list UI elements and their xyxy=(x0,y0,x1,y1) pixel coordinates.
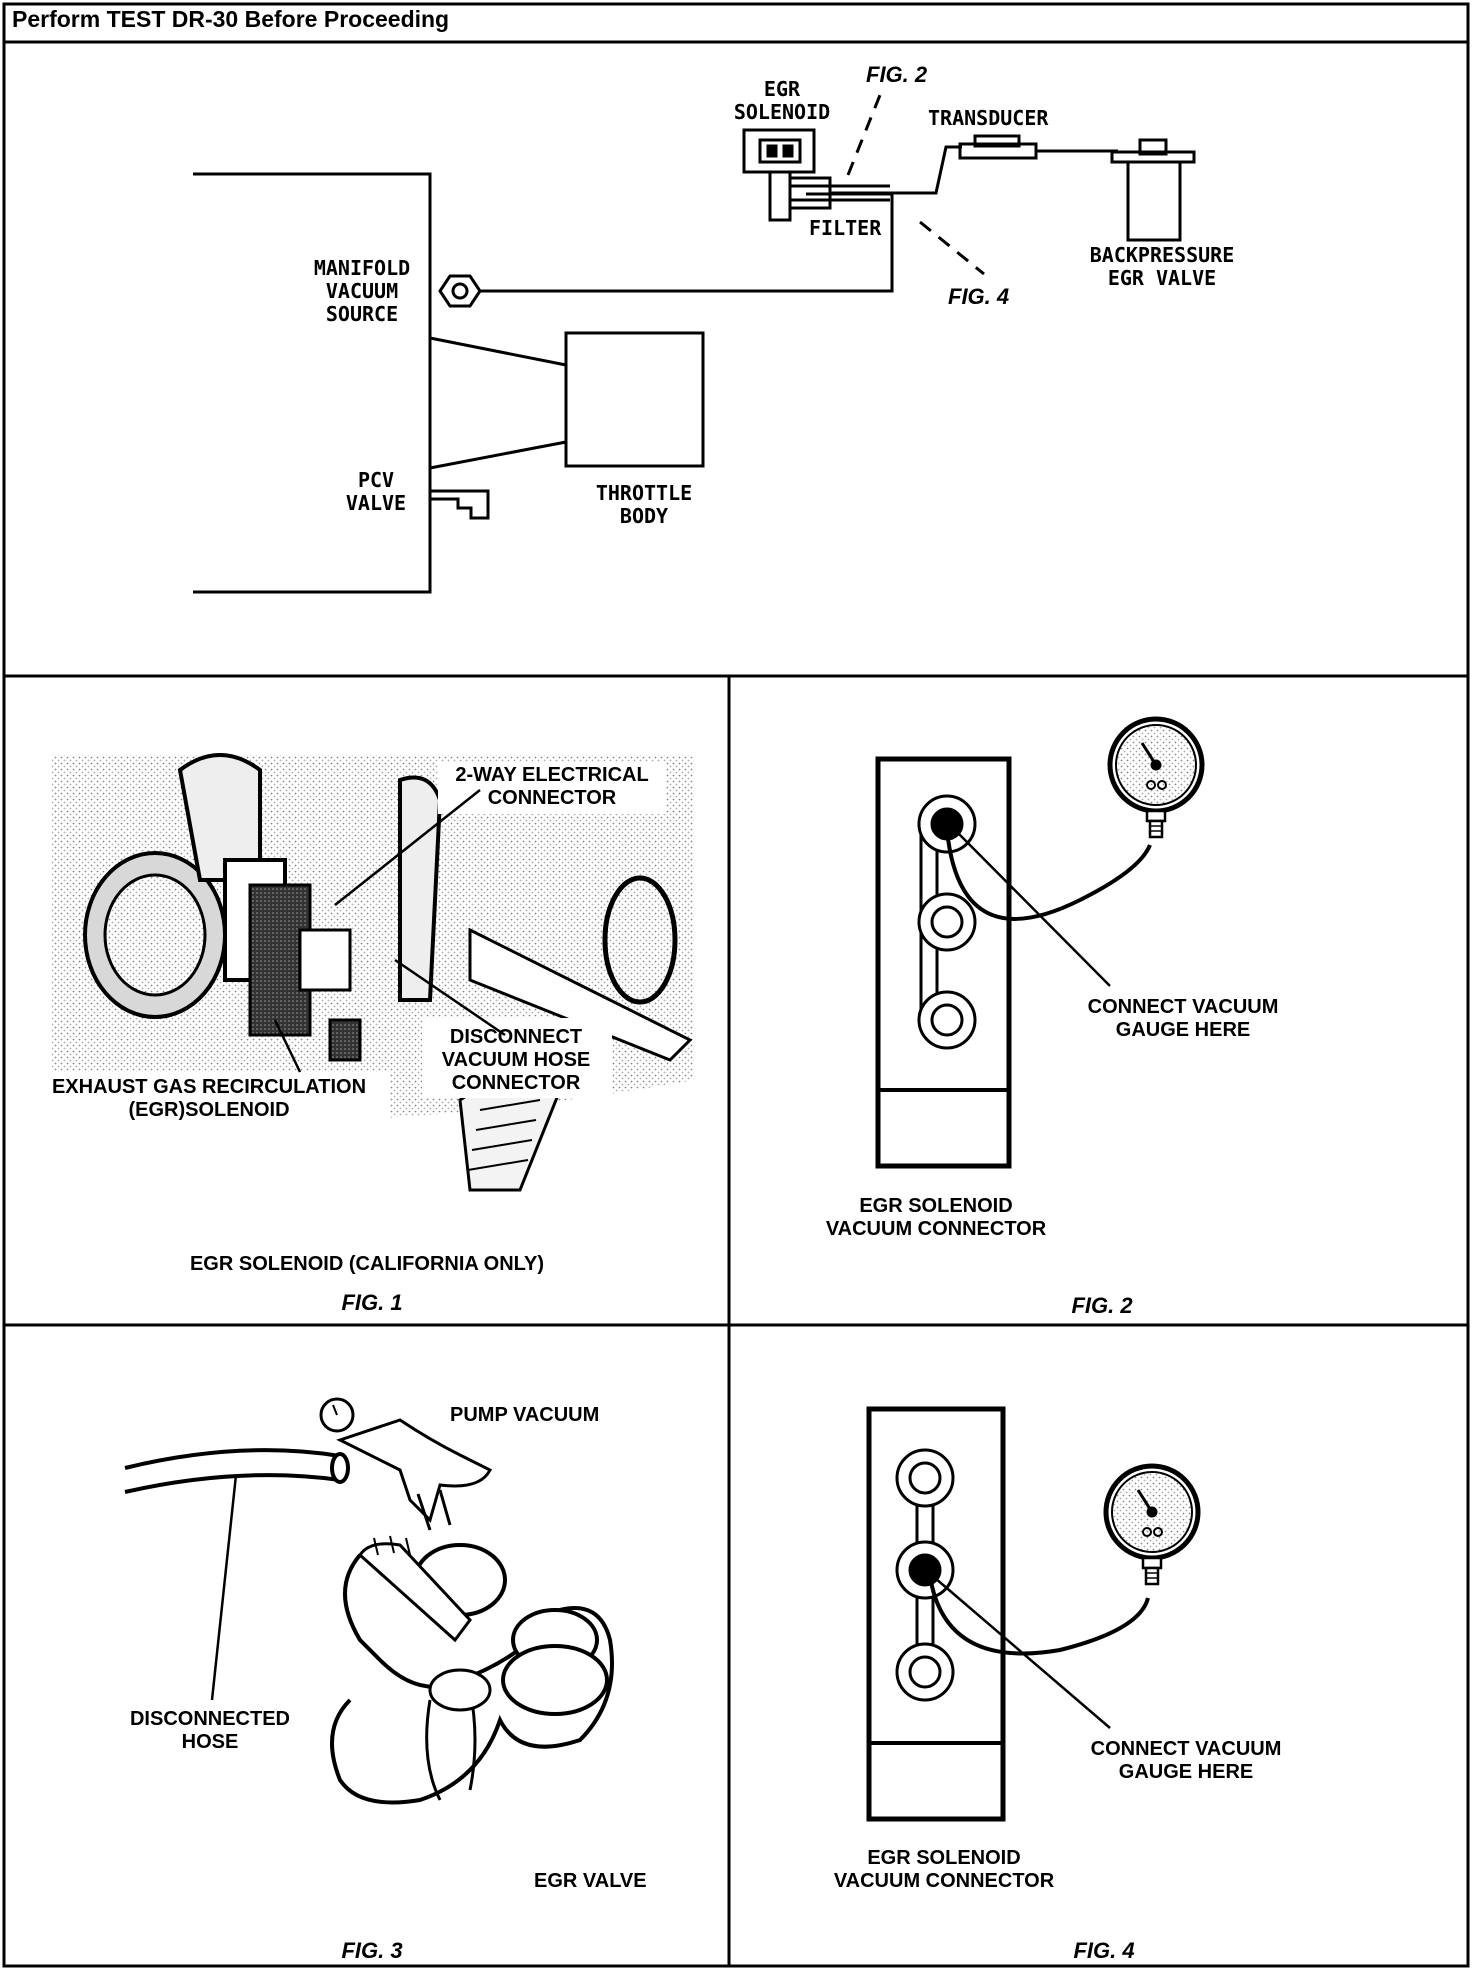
manifold-to-throttle-upper xyxy=(429,336,567,367)
egr-solenoid-pin-left xyxy=(766,144,778,158)
vacuum-schematic xyxy=(193,89,1196,594)
fig4-gauge-label: CONNECT VACUUM GAUGE HERE xyxy=(1090,1738,1282,1783)
fig4-connector-label: EGR SOLENOID VACUUM CONNECTOR xyxy=(833,1847,1055,1892)
backpressure-egr-valve-label: BACKPRESSURE EGR VALVE xyxy=(1089,243,1235,290)
fig4-illustration xyxy=(866,1406,1198,1822)
manifold-vacuum-fitting-hole xyxy=(451,282,469,300)
fig3-disconnected-hose xyxy=(124,1448,341,1494)
fig2-illustration xyxy=(875,719,1202,1169)
fig2-gauge-label: CONNECT VACUUM GAUGE HERE xyxy=(1087,996,1279,1041)
fig1-illustration xyxy=(30,753,694,1203)
backpressure-egr-valve-body xyxy=(1126,160,1182,242)
fig3-vacuum-pump-icon xyxy=(336,1418,493,1523)
pcv-valve-shape xyxy=(430,489,490,520)
fig4-vacuum-gauge-icon xyxy=(1106,1466,1198,1584)
transducer-label: TRANSDUCER xyxy=(928,106,1049,130)
fig4-reference-label: FIG. 4 xyxy=(948,284,1010,309)
backpressure-egr-valve-cap xyxy=(1138,138,1168,156)
fig3-illustration xyxy=(124,1397,614,1805)
fig2-reference-label: FIG. 2 xyxy=(866,62,928,87)
egr-solenoid-body xyxy=(742,128,816,174)
fig2-connector-label: EGR SOLENOID VACUUM CONNECTOR xyxy=(825,1195,1047,1240)
fig1-hose-connector-label: DISCONNECT VACUUM HOSE CONNECTOR xyxy=(441,1026,591,1094)
fig2-gauge-hose xyxy=(945,829,1152,921)
fig3-egr-valve-label: EGR VALVE xyxy=(534,1870,647,1892)
fig1-connector-label: 2-WAY ELECTRICAL CONNECTOR xyxy=(455,764,649,809)
fig4-leader-dashed xyxy=(919,220,985,276)
fig1-figure-label: FIG. 1 xyxy=(341,1290,403,1315)
egr-solenoid-connector xyxy=(758,138,802,164)
manifold-vacuum-fitting xyxy=(438,274,482,308)
fig4-figure-label: FIG. 4 xyxy=(1073,1938,1135,1963)
fig3-pump-vacuum-label: PUMP VACUUM xyxy=(450,1404,600,1426)
fig3-figure-label: FIG. 3 xyxy=(341,1938,403,1963)
fig1-egr-solenoid-label: EXHAUST GAS RECIRCULATION (EGR)SOLENOID xyxy=(51,1076,367,1121)
pcv-valve-label: PCV VALVE xyxy=(345,468,407,515)
fig2-leader-dashed xyxy=(846,89,884,176)
fig3-disconnected-hose-label: DISCONNECTED HOSE xyxy=(129,1708,291,1753)
fig2-vacuum-gauge-icon xyxy=(1110,719,1202,837)
transducer-top xyxy=(973,134,1021,148)
throttle-body-label: THROTTLE BODY xyxy=(595,481,693,528)
fig4-gauge-hose xyxy=(928,1575,1150,1656)
fig2-connector-body xyxy=(875,756,1012,1169)
manifold-to-throttle-lower xyxy=(429,440,567,470)
fig2-figure-label: FIG. 2 xyxy=(1071,1293,1133,1318)
manifold-vacuum-source-label: MANIFOLD VACUUM SOURCE xyxy=(313,256,411,326)
egr-solenoid-label: EGR SOLENOID xyxy=(733,77,831,124)
filter-label: FILTER xyxy=(809,216,882,240)
egr-solenoid-lower xyxy=(768,170,792,222)
fig4-connector-body xyxy=(866,1406,1006,1822)
intake-manifold-outline xyxy=(193,172,432,594)
egr-solenoid-pin-right xyxy=(782,144,794,158)
page-header-title: Perform TEST DR-30 Before Proceeding xyxy=(12,6,450,32)
vacuum-hose-transducer xyxy=(830,145,962,195)
throttle-body-box xyxy=(564,331,705,468)
fig1-caption: EGR SOLENOID (CALIFORNIA ONLY) xyxy=(189,1253,545,1275)
